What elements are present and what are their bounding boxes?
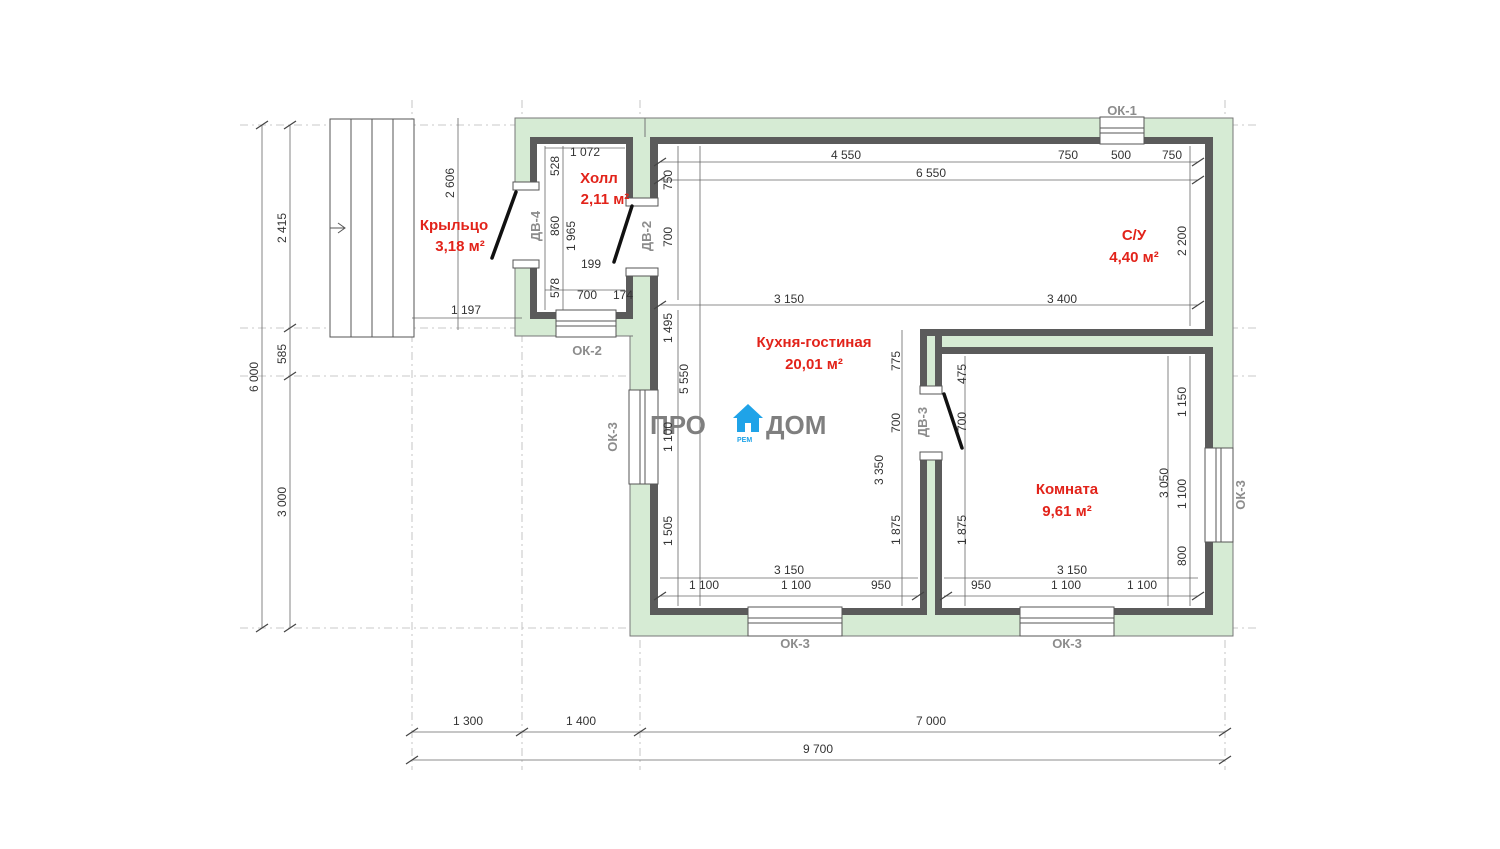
dim-top-500: 500 — [1111, 148, 1131, 162]
room-bedroom-name: Комната — [1036, 481, 1099, 498]
dim-hall-860: 860 — [548, 216, 562, 236]
room-kitchen-area: 20,01 м² — [785, 356, 843, 373]
walls — [512, 117, 1234, 637]
dim-top-750a: 750 — [1058, 148, 1078, 162]
door-leaf-dv2 — [612, 204, 634, 264]
dim-bottom-7000: 7 000 — [916, 714, 946, 728]
dim-mid-3150: 3 150 — [774, 292, 804, 306]
dim-partition-1875: 1 875 — [889, 515, 903, 545]
room-kitchen-name: Кухня-гостиная — [757, 334, 872, 351]
dim-bottom-1300: 1 300 — [453, 714, 483, 728]
dim-room-700: 700 — [955, 412, 969, 432]
dim-room-3050: 3 050 — [1157, 468, 1171, 498]
dim-hall-1965: 1 965 — [564, 221, 578, 251]
tag-dv3: ДВ-3 — [915, 407, 930, 437]
logo-text-right: ДОМ — [766, 410, 826, 440]
dim-bottom-3150b: 3 150 — [1057, 563, 1087, 577]
door-leaves — [490, 190, 964, 450]
dim-partition-3350: 3 350 — [872, 455, 886, 485]
dim-hall-578: 578 — [548, 278, 562, 298]
door-leaf-dv3 — [942, 392, 964, 450]
dim-room-800: 800 — [1175, 546, 1189, 566]
dim-bathroom-2200: 2 200 — [1175, 226, 1189, 256]
dim-bottom-1100b: 1 100 — [781, 578, 811, 592]
element-tags: ОК-1 ОК-2 ОК-3 ОК-3 ОК-3 ОК-3 ДВ-4 ДВ-2 … — [528, 103, 1248, 651]
room-bathroom-name: С/У — [1122, 227, 1147, 244]
dim-hall-528: 528 — [548, 156, 562, 176]
dim-partition-700: 700 — [889, 413, 903, 433]
dim-top-750b: 750 — [1162, 148, 1182, 162]
dim-bottom-3150a: 3 150 — [774, 563, 804, 577]
dim-left-6000: 6 000 — [247, 362, 261, 392]
dim-porch-2606: 2 606 — [443, 168, 457, 198]
tag-ok3-right: ОК-3 — [1233, 480, 1248, 510]
dim-kitchen-1495: 1 495 — [661, 313, 675, 343]
tag-dv4: ДВ-4 — [528, 210, 543, 241]
tag-ok3-left: ОК-3 — [605, 422, 620, 452]
dimension-ticks — [255, 120, 1232, 765]
dim-left-2415: 2 415 — [275, 213, 289, 243]
dim-kitchen-5550: 5 550 — [677, 364, 691, 394]
dim-top-4550: 4 550 — [831, 148, 861, 162]
dim-porch-1197: 1 197 — [451, 303, 481, 317]
room-interior-hall — [537, 144, 626, 312]
dim-bottom-1100a: 1 100 — [689, 578, 719, 592]
room-hall-name: Холл — [580, 170, 618, 187]
dimension-lines — [261, 118, 1225, 761]
dim-hall-199: 199 — [581, 257, 601, 271]
room-hall-area: 2,11 м² — [581, 191, 630, 208]
tag-ok1: ОК-1 — [1107, 103, 1137, 118]
logo-text-left: ПРО — [650, 410, 706, 440]
dim-bottom-950b: 950 — [971, 578, 991, 592]
windows — [555, 116, 1234, 637]
room-porch-area: 3,18 м² — [435, 238, 484, 255]
dim-mid-3400: 3 400 — [1047, 292, 1077, 306]
room-labels: Крыльцо 3,18 м² Холл 2,11 м² С/У 4,40 м²… — [420, 170, 1159, 520]
house-icon — [733, 404, 763, 432]
room-porch-name: Крыльцо — [420, 217, 488, 234]
tag-dv2: ДВ-2 — [639, 221, 654, 251]
dim-hall-700: 700 — [577, 288, 597, 302]
dim-dv2-700: 700 — [661, 227, 675, 247]
dim-bottom-9700: 9 700 — [803, 742, 833, 756]
dim-top-6550: 6 550 — [916, 166, 946, 180]
dim-kitchen-1505: 1 505 — [661, 516, 675, 546]
logo-subtext: РЕМ — [737, 437, 752, 444]
dim-room-1875: 1 875 — [955, 515, 969, 545]
dim-hall-1072: 1 072 — [570, 145, 600, 159]
dim-room-1100: 1 100 — [1175, 479, 1189, 509]
dim-kitchen-1100: 1 100 — [661, 422, 675, 452]
dim-bottom-1100d: 1 100 — [1127, 578, 1157, 592]
logo: ПРО РЕМ ДОМ — [650, 404, 826, 444]
door-leaf-dv4 — [490, 190, 518, 260]
dimension-texts-horizontal: 4 550 750 500 750 6 550 1 072 199 700 17… — [451, 145, 1182, 756]
porch-steps — [329, 118, 415, 338]
dim-bottom-1100c: 1 100 — [1051, 578, 1081, 592]
tag-ok3-bottom-left: ОК-3 — [780, 636, 810, 651]
room-bedroom-area: 9,61 м² — [1042, 503, 1091, 520]
tag-ok2: ОК-2 — [572, 343, 602, 358]
room-bathroom-area: 4,40 м² — [1109, 249, 1158, 266]
dim-partition-775: 775 — [889, 351, 903, 371]
dim-hall-174: 174 — [613, 288, 633, 302]
dim-room-475: 475 — [955, 364, 969, 384]
dim-left-3000: 3 000 — [275, 487, 289, 517]
dim-room-1150: 1 150 — [1175, 387, 1189, 417]
dimension-texts-vertical: 528 860 1 965 578 2 606 750 700 2 200 1 … — [247, 156, 1189, 566]
tag-ok3-bottom-right: ОК-3 — [1052, 636, 1082, 651]
dim-bottom-950a: 950 — [871, 578, 891, 592]
dim-dv2-750: 750 — [661, 170, 675, 190]
dim-left-585: 585 — [275, 344, 289, 364]
dim-bottom-1400: 1 400 — [566, 714, 596, 728]
